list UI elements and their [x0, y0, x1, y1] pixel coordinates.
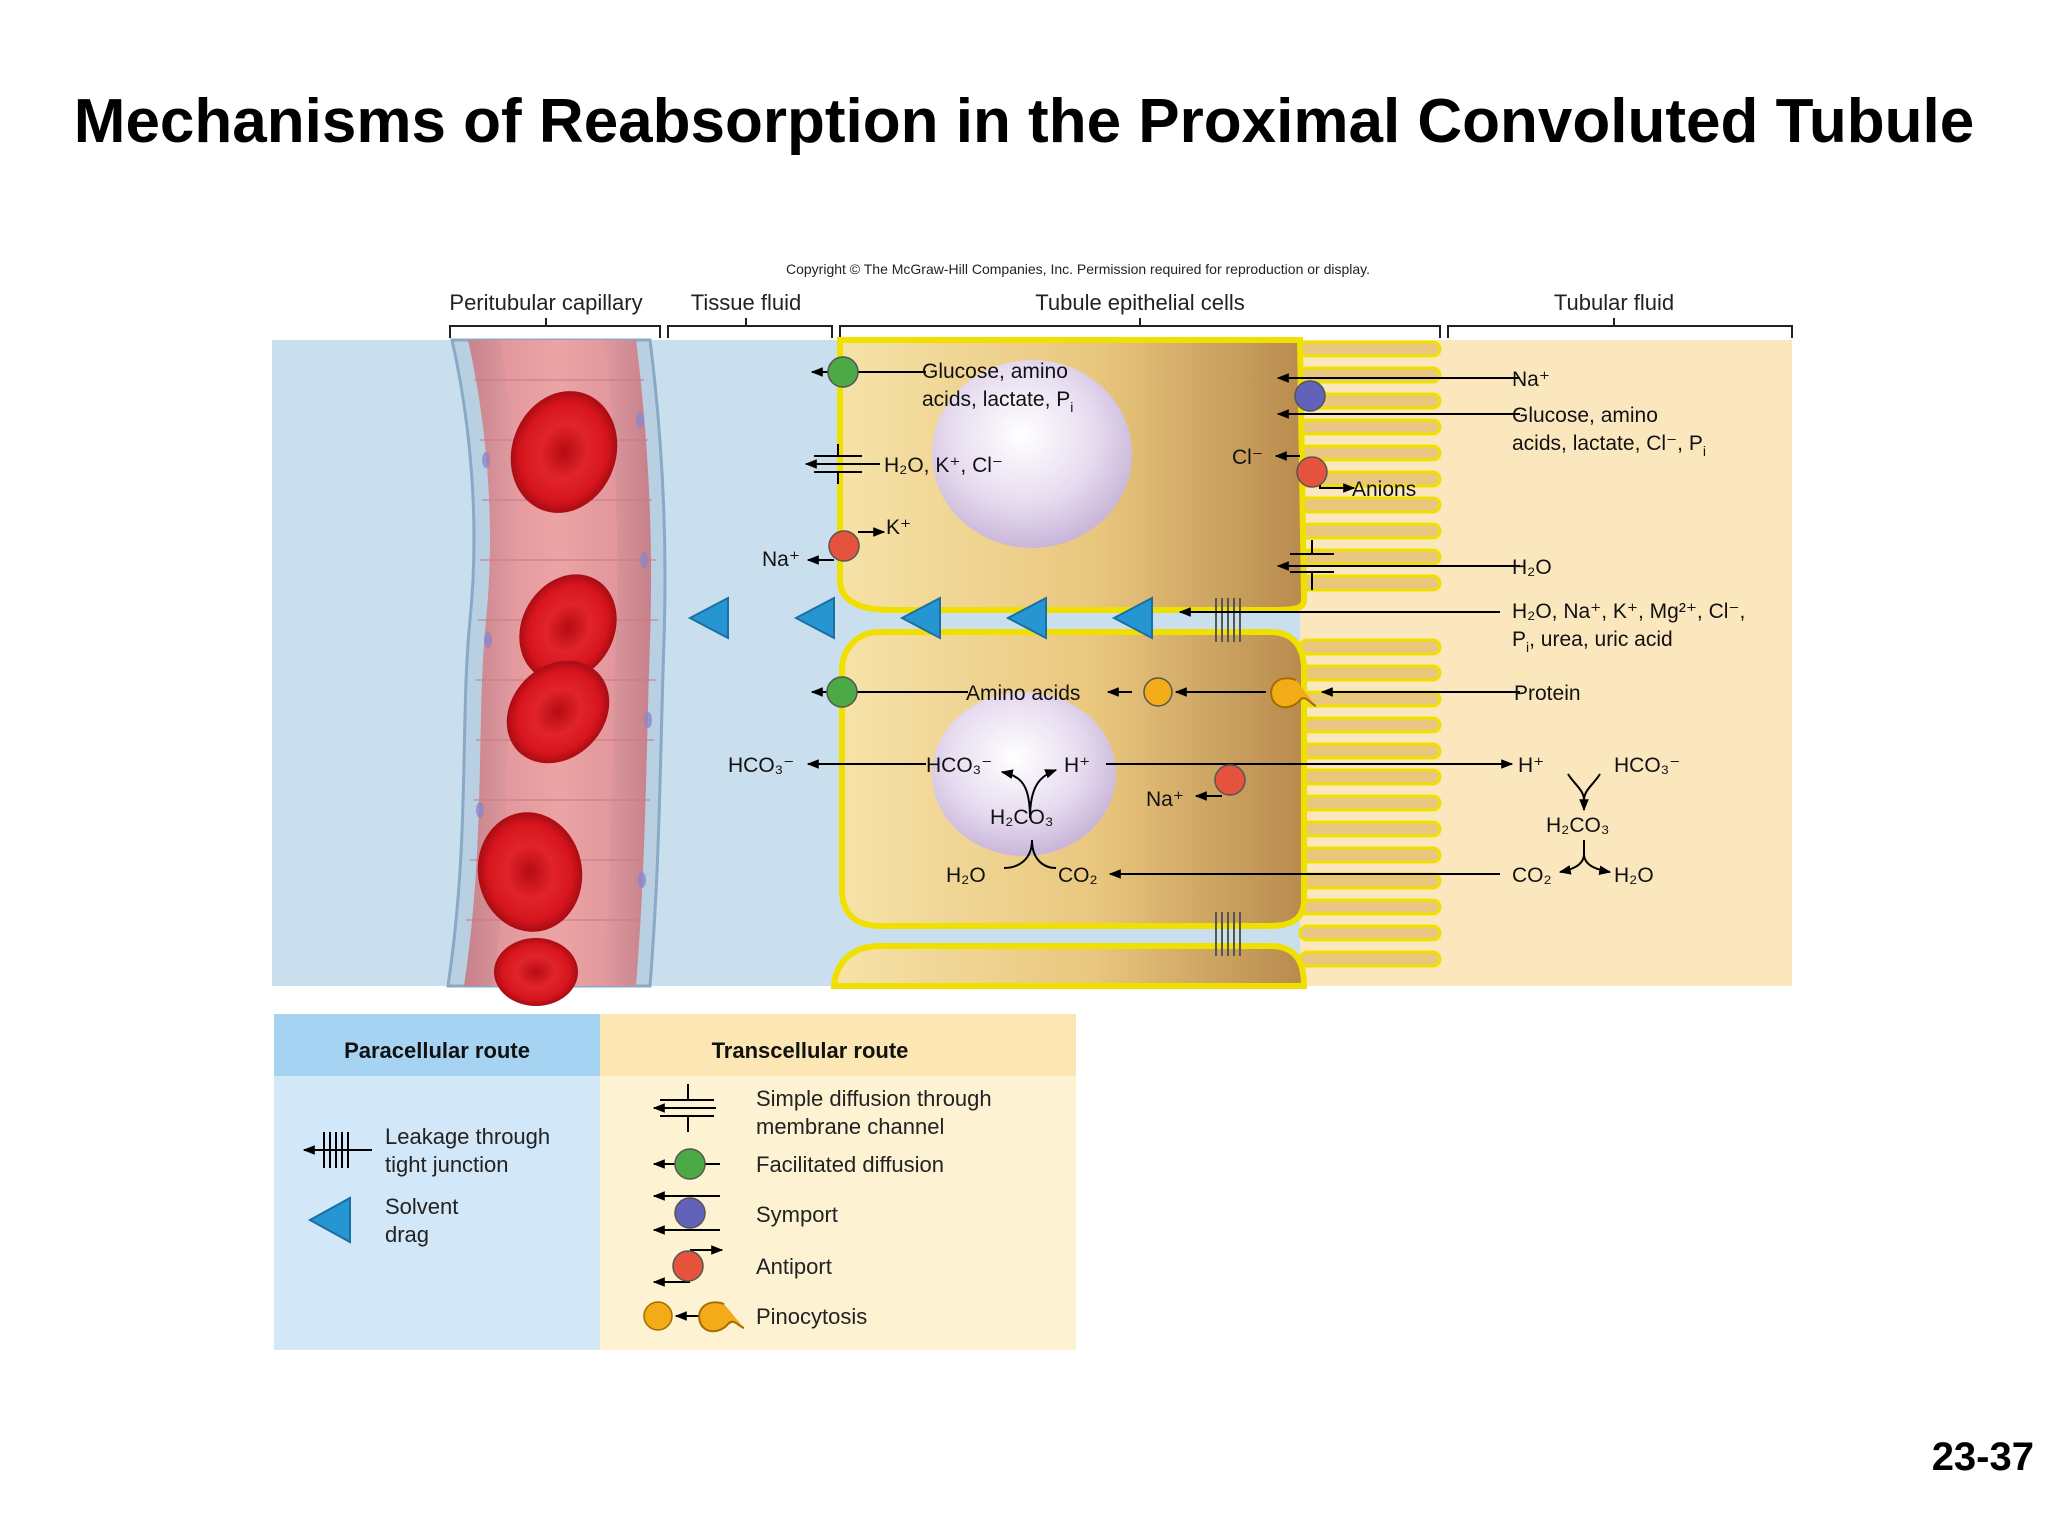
label-hco3-out: HCO₃⁻: [728, 754, 794, 777]
label-tubular-fluid: Tubular fluid: [1554, 290, 1674, 315]
region-brackets: [449, 318, 1793, 338]
solvent-drag-icon: [793, 596, 835, 640]
label-h-plus-tubular: H⁺: [1518, 754, 1544, 777]
legend-facilitated: Facilitated diffusion: [756, 1152, 944, 1177]
slide-number: 23-37: [1931, 1435, 2034, 1479]
label-h2co3-tubular: H₂CO₃: [1546, 814, 1609, 837]
legend-solvent-1: Solvent: [385, 1194, 458, 1219]
legend-solvent-2: drag: [385, 1222, 429, 1247]
label-co2-tubular: CO₂: [1512, 864, 1552, 887]
solvent-drag-icon: [687, 596, 729, 640]
legend-transcellular-title: Transcellular route: [712, 1038, 909, 1063]
label-glucose-in-2: acids, lactate, Cl⁻, Pi: [1512, 432, 1706, 459]
pinocytosis-icon: [643, 1301, 745, 1333]
solvent-drag-icon: [1005, 596, 1047, 640]
label-h-plus-cell: H⁺: [1064, 754, 1090, 777]
label-peritubular-capillary: Peritubular capillary: [449, 290, 642, 315]
legend-leakage-1: Leakage through: [385, 1124, 550, 1149]
label-paracellular-2: Pi, urea, uric acid: [1512, 628, 1673, 655]
membrane-channel-icon: [652, 1084, 716, 1132]
transporters: [826, 356, 1328, 796]
facilitated-diffusion-icon: [652, 1148, 720, 1180]
label-k-plus: K⁺: [886, 516, 911, 539]
nucleus-top: [932, 360, 1132, 548]
legend: Paracellular route Transcellular route L…: [274, 1014, 1076, 1350]
label-anions: Anions: [1352, 478, 1416, 501]
label-glucose-out-1: Glucose, amino: [922, 360, 1068, 383]
label-hco3-tubular: HCO₃⁻: [1614, 754, 1680, 777]
solvent-drag-icon: [307, 1196, 351, 1244]
antiport-icon: [1296, 456, 1328, 488]
page-title: Mechanisms of Reabsorption in the Proxim…: [73, 87, 1975, 156]
label-h2o-cell: H₂O: [946, 864, 986, 887]
legend-simple-2: membrane channel: [756, 1114, 944, 1139]
label-glucose-in-1: Glucose, amino: [1512, 404, 1658, 427]
label-na-in: Na⁺: [1512, 368, 1550, 391]
label-protein: Protein: [1514, 682, 1581, 705]
transport-labels: Glucose, amino acids, lactate, Pi H₂O, K…: [728, 360, 1745, 887]
antiport-icon: [1214, 764, 1246, 796]
legend-antiport: Antiport: [756, 1254, 832, 1279]
label-h2co3-cell: H₂CO₃: [990, 806, 1053, 829]
microvilli: [1298, 340, 1442, 968]
label-paracellular-1: H₂O, Na⁺, K⁺, Mg²⁺, Cl⁻,: [1512, 600, 1745, 623]
legend-simple-1: Simple diffusion through: [756, 1086, 992, 1111]
label-co2-cell: CO₂: [1058, 864, 1098, 887]
symport-icon: [652, 1191, 720, 1235]
legend-paracellular-title: Paracellular route: [344, 1038, 530, 1063]
membrane-channel-icon: [814, 444, 1334, 590]
label-tissue-fluid: Tissue fluid: [691, 290, 801, 315]
solvent-drag-icon: [899, 596, 941, 640]
leakage-icon: [302, 1132, 372, 1168]
facilitated-diffusion-icon: [827, 356, 859, 388]
legend-symport: Symport: [756, 1202, 838, 1227]
label-cl-minus: Cl⁻: [1232, 446, 1263, 469]
symport-icon: [1294, 380, 1326, 412]
copyright-text: Copyright © The McGraw-Hill Companies, I…: [786, 261, 1370, 277]
label-hco3-cell: HCO₃⁻: [926, 754, 992, 777]
label-na-plus-cell: Na⁺: [1146, 788, 1184, 811]
pinocytosis-icon: [1270, 677, 1317, 709]
region-labels: Peritubular capillary Tissue fluid Tubul…: [449, 290, 1674, 315]
label-h2o-k-cl: H₂O, K⁺, Cl⁻: [884, 454, 1003, 477]
label-na-plus-out: Na⁺: [762, 548, 800, 571]
antiport-icon: [828, 530, 860, 562]
label-tubule-epithelial-cells: Tubule epithelial cells: [1035, 290, 1245, 315]
label-h2o-in: H₂O: [1512, 556, 1552, 579]
legend-pinocytosis: Pinocytosis: [756, 1304, 867, 1329]
solvent-drag-icon: [1111, 596, 1153, 640]
peritubular-capillary: [446, 338, 667, 1006]
nucleus-middle: [932, 692, 1116, 856]
epithelial-cells: [830, 337, 1308, 989]
facilitated-diffusion-icon: [826, 676, 858, 708]
epithelial-cell-bottom: [830, 943, 1308, 989]
pinocytosis-vesicle-icon: [1143, 677, 1173, 707]
tight-junction-icon: [1215, 598, 1241, 956]
label-glucose-out-2: acids, lactate, Pi: [922, 388, 1073, 415]
label-h2o-tubular: H₂O: [1614, 864, 1654, 887]
legend-leakage-2: tight junction: [385, 1152, 509, 1177]
antiport-icon: [652, 1245, 724, 1287]
solvent-drag-arrows: [687, 596, 1153, 640]
red-blood-cells: [477, 391, 618, 1006]
label-amino-acids: Amino acids: [966, 682, 1080, 705]
